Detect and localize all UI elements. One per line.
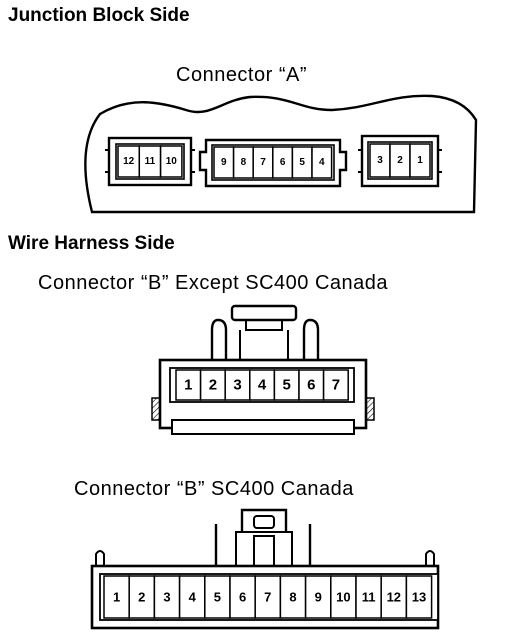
connector-b-canada-pin-5: 5 — [204, 575, 231, 619]
connector-a-pin-label: 8 — [241, 157, 247, 168]
connector-b-except-pin-2: 2 — [199, 369, 226, 401]
connector-b-except-pin-label: 2 — [209, 377, 217, 394]
connector-b-canada-pin-label: 7 — [264, 590, 271, 605]
connector-b-canada-pin-label: 2 — [138, 590, 145, 605]
connector-a-caption: Connector “A” — [176, 64, 307, 86]
connector-b-canada-pin-label: 13 — [412, 590, 426, 605]
connector-a-pin-10: 10 — [159, 145, 183, 178]
connector-b-canada-pin-10: 10 — [330, 575, 357, 619]
connector-b-except-pin-4: 4 — [249, 369, 276, 401]
connector-b-canada-pin-label: 5 — [214, 590, 221, 605]
connector-a-pin-label: 10 — [166, 156, 178, 167]
connector-b-canada-pin-label: 9 — [315, 590, 322, 605]
connector-a-pin-2: 2 — [389, 143, 411, 178]
connector-b-canada-pin-label: 8 — [289, 590, 296, 605]
connector-b-canada-pin-label: 11 — [362, 590, 376, 605]
connector-a-pin-12: 12 — [117, 145, 141, 178]
connector-b-except-caption: Connector “B” Except SC400 Canada — [38, 272, 389, 294]
connector-a: 12 11 10 9 8 7 6 5 4 3 2 1 — [84, 94, 478, 214]
connector-b-canada-pin-label: 3 — [163, 590, 170, 605]
connector-b-canada-pin-12: 12 — [380, 575, 408, 619]
connector-a-pin-label: 11 — [145, 156, 156, 167]
connector-a-right-housing: 3 2 1 — [358, 134, 442, 188]
connector-b-canada-pin-4: 4 — [178, 575, 206, 619]
connector-a-pin-9: 9 — [213, 146, 235, 179]
connector-b-canada-pin-1: 1 — [103, 575, 130, 619]
connector-a-pin-3: 3 — [369, 143, 391, 178]
connector-b-except-pin-label: 3 — [233, 377, 241, 394]
connector-b-canada-caption: Connector “B” SC400 Canada — [74, 478, 354, 500]
connector-b-except-pin-label: 5 — [283, 377, 291, 394]
connector-a-pin-label: 2 — [397, 155, 403, 166]
connector-a-pin-label: 3 — [377, 155, 383, 166]
connector-a-left-housing: 12 11 10 — [105, 136, 195, 187]
connector-a-pin-5: 5 — [291, 146, 313, 179]
connector-a-middle-housing: 9 8 7 6 5 4 — [198, 138, 348, 188]
connector-b-canada-pin-13: 13 — [405, 575, 433, 619]
connector-a-pin-8: 8 — [232, 146, 254, 179]
connector-b-canada-pin-label: 1 — [113, 590, 120, 605]
connector-b-canada-pin-6: 6 — [229, 575, 256, 619]
connector-b-canada-pin-11: 11 — [355, 575, 382, 619]
connector-b-canada-pin-9: 9 — [304, 575, 332, 619]
connector-b-except-pin-7: 7 — [322, 369, 349, 401]
connector-b-canada-pin-8: 8 — [279, 575, 307, 619]
connector-a-pin-label: 9 — [221, 157, 227, 168]
connector-a-pin-label: 1 — [417, 155, 423, 166]
connector-b-except-latch — [230, 304, 298, 322]
connector-a-pin-1: 1 — [409, 143, 431, 178]
connector-b-except-pin-3: 3 — [224, 369, 251, 401]
connector-a-pin-11: 11 — [138, 145, 162, 178]
connector-b-except-pin-label: 6 — [307, 377, 315, 394]
connector-b-canada-pin-label: 4 — [189, 590, 197, 605]
connector-b-canada-pin-label: 10 — [336, 590, 350, 605]
connector-b-canada-pin-label: 12 — [387, 590, 401, 605]
connector-b-except-pin-label: 4 — [258, 377, 267, 394]
connector-a-pin-6: 6 — [272, 146, 294, 179]
connector-b-except-pin-label: 1 — [184, 377, 192, 394]
connector-a-pin-4: 4 — [311, 146, 333, 179]
connector-a-pin-label: 5 — [299, 157, 305, 168]
wire-harness-side-heading: Wire Harness Side — [8, 233, 175, 254]
connector-b-canada-pin-3: 3 — [153, 575, 181, 619]
connector-a-pin-label: 12 — [123, 156, 135, 167]
connector-b-canada-pin-label: 6 — [239, 590, 246, 605]
connector-a-pin-label: 6 — [280, 157, 286, 168]
connector-b-except-pin-6: 6 — [298, 369, 325, 401]
connector-a-pin-label: 7 — [260, 157, 266, 168]
connector-b-except-pin-label: 7 — [332, 377, 340, 394]
connector-b-canada-pin-2: 2 — [128, 575, 156, 619]
connector-a-pin-label: 4 — [319, 157, 325, 168]
connector-b-canada-pin-7: 7 — [254, 575, 282, 619]
connector-a-pin-7: 7 — [252, 146, 274, 179]
connector-b-except-pin-1: 1 — [175, 369, 202, 401]
connector-b-except-pin-5: 5 — [273, 369, 300, 401]
junction-block-side-heading: Junction Block Side — [8, 5, 190, 26]
